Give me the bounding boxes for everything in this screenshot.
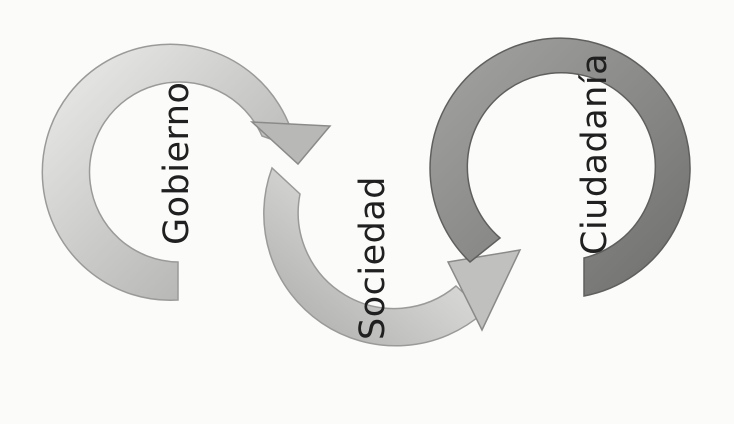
label-sociedad: Sociedad bbox=[353, 176, 393, 340]
ciudadania-arrow bbox=[430, 38, 690, 296]
label-ciudadania: Ciudadanía bbox=[575, 53, 615, 255]
gobierno-arrowhead bbox=[252, 122, 330, 164]
label-gobierno: Gobierno bbox=[157, 82, 197, 245]
